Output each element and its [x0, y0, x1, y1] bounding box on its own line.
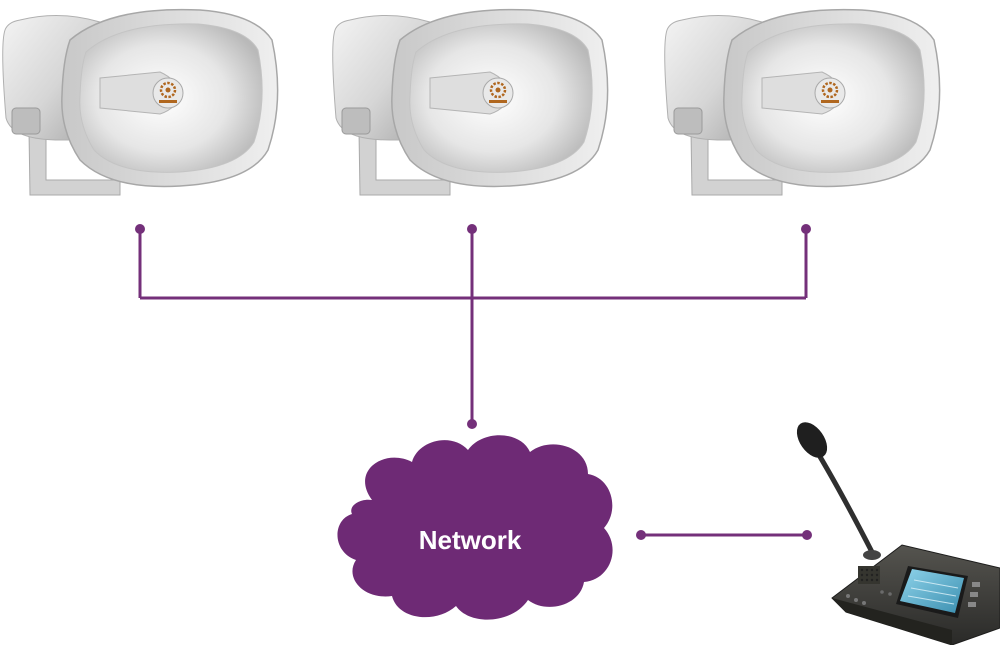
microphone-console-icon: [796, 422, 1000, 645]
speaker-1-connection-dot: [135, 224, 145, 234]
connection-dots: [135, 224, 811, 429]
network-cloud: Network: [337, 435, 613, 620]
horn-speaker-icon: [331, 8, 609, 197]
speaker-2-connection-dot: [467, 224, 477, 234]
network-label: Network: [419, 525, 522, 555]
paging-console: [796, 422, 1000, 645]
horn-speaker-icon: [1, 8, 279, 197]
horn-speaker-3: [663, 8, 941, 197]
speaker-3-connection-dot: [801, 224, 811, 234]
console-link-dot-right: [802, 530, 812, 540]
horn-speaker-2: [331, 8, 609, 197]
network-top-connection-dot: [467, 419, 477, 429]
horn-speaker-1: [1, 8, 279, 197]
horn-speaker-icon: [663, 8, 941, 197]
console-link-dot-left: [636, 530, 646, 540]
speaker-bus-wiring: [138, 229, 808, 424]
console-link: [636, 530, 812, 540]
